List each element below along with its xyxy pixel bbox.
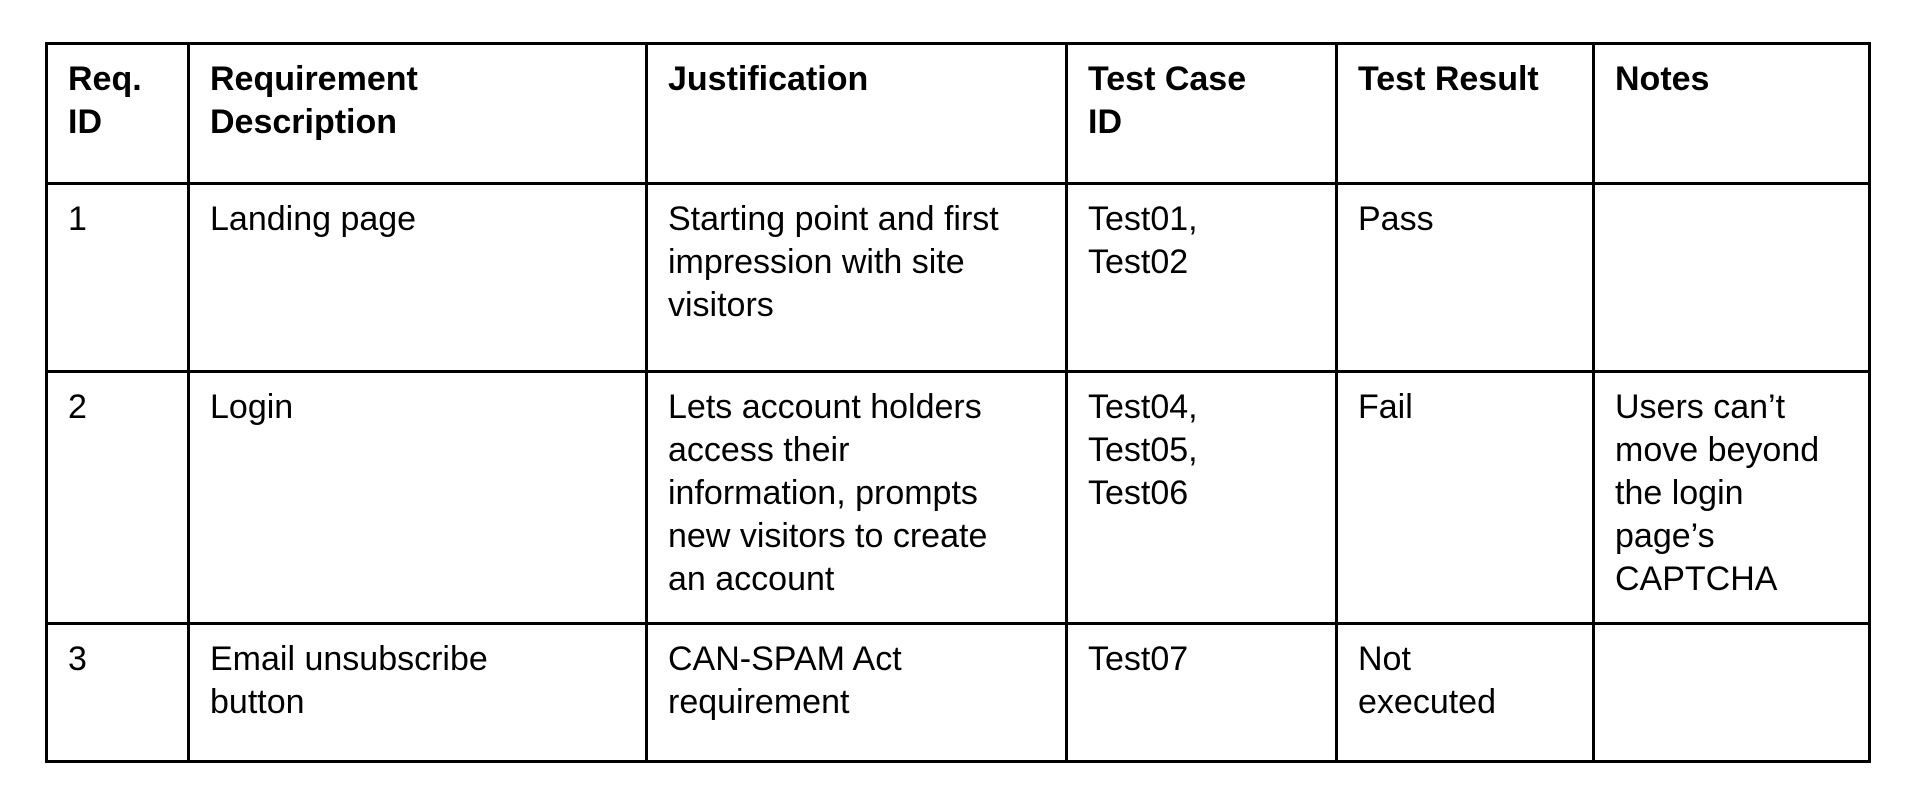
cell-test-result: Pass <box>1335 182 1595 373</box>
cell-description: Landing page <box>187 182 648 373</box>
table-row: 3 Email unsubscribe button CAN-SPAM Act … <box>45 622 1871 763</box>
cell-justification: Starting point and first impression with… <box>645 182 1068 373</box>
cell-notes: Users can’t move beyond the login page’s… <box>1592 370 1871 625</box>
cell-justification: Lets account holders access their inform… <box>645 370 1068 625</box>
cell-req-id: 1 <box>45 182 190 373</box>
table-row: 2 Login Lets account holders access thei… <box>45 370 1871 625</box>
requirements-traceability-table: Req. ID Requirement Description Justific… <box>45 42 1871 763</box>
header-justification: Justification <box>645 42 1068 185</box>
cell-test-result: Not executed <box>1335 622 1595 763</box>
header-req-id: Req. ID <box>45 42 190 185</box>
cell-notes <box>1592 182 1871 373</box>
cell-description: Email unsubscribe button <box>187 622 648 763</box>
cell-justification: CAN-SPAM Act requirement <box>645 622 1068 763</box>
header-test-case-id: Test Case ID <box>1065 42 1338 185</box>
table-header-row: Req. ID Requirement Description Justific… <box>45 42 1871 185</box>
cell-req-id: 3 <box>45 622 190 763</box>
header-notes: Notes <box>1592 42 1871 185</box>
cell-notes <box>1592 622 1871 763</box>
cell-test-result: Fail <box>1335 370 1595 625</box>
cell-test-case-id: Test04, Test05, Test06 <box>1065 370 1338 625</box>
cell-description: Login <box>187 370 648 625</box>
cell-test-case-id: Test01, Test02 <box>1065 182 1338 373</box>
cell-test-case-id: Test07 <box>1065 622 1338 763</box>
header-test-result: Test Result <box>1335 42 1595 185</box>
header-description: Requirement Description <box>187 42 648 185</box>
table-row: 1 Landing page Starting point and first … <box>45 182 1871 373</box>
cell-req-id: 2 <box>45 370 190 625</box>
